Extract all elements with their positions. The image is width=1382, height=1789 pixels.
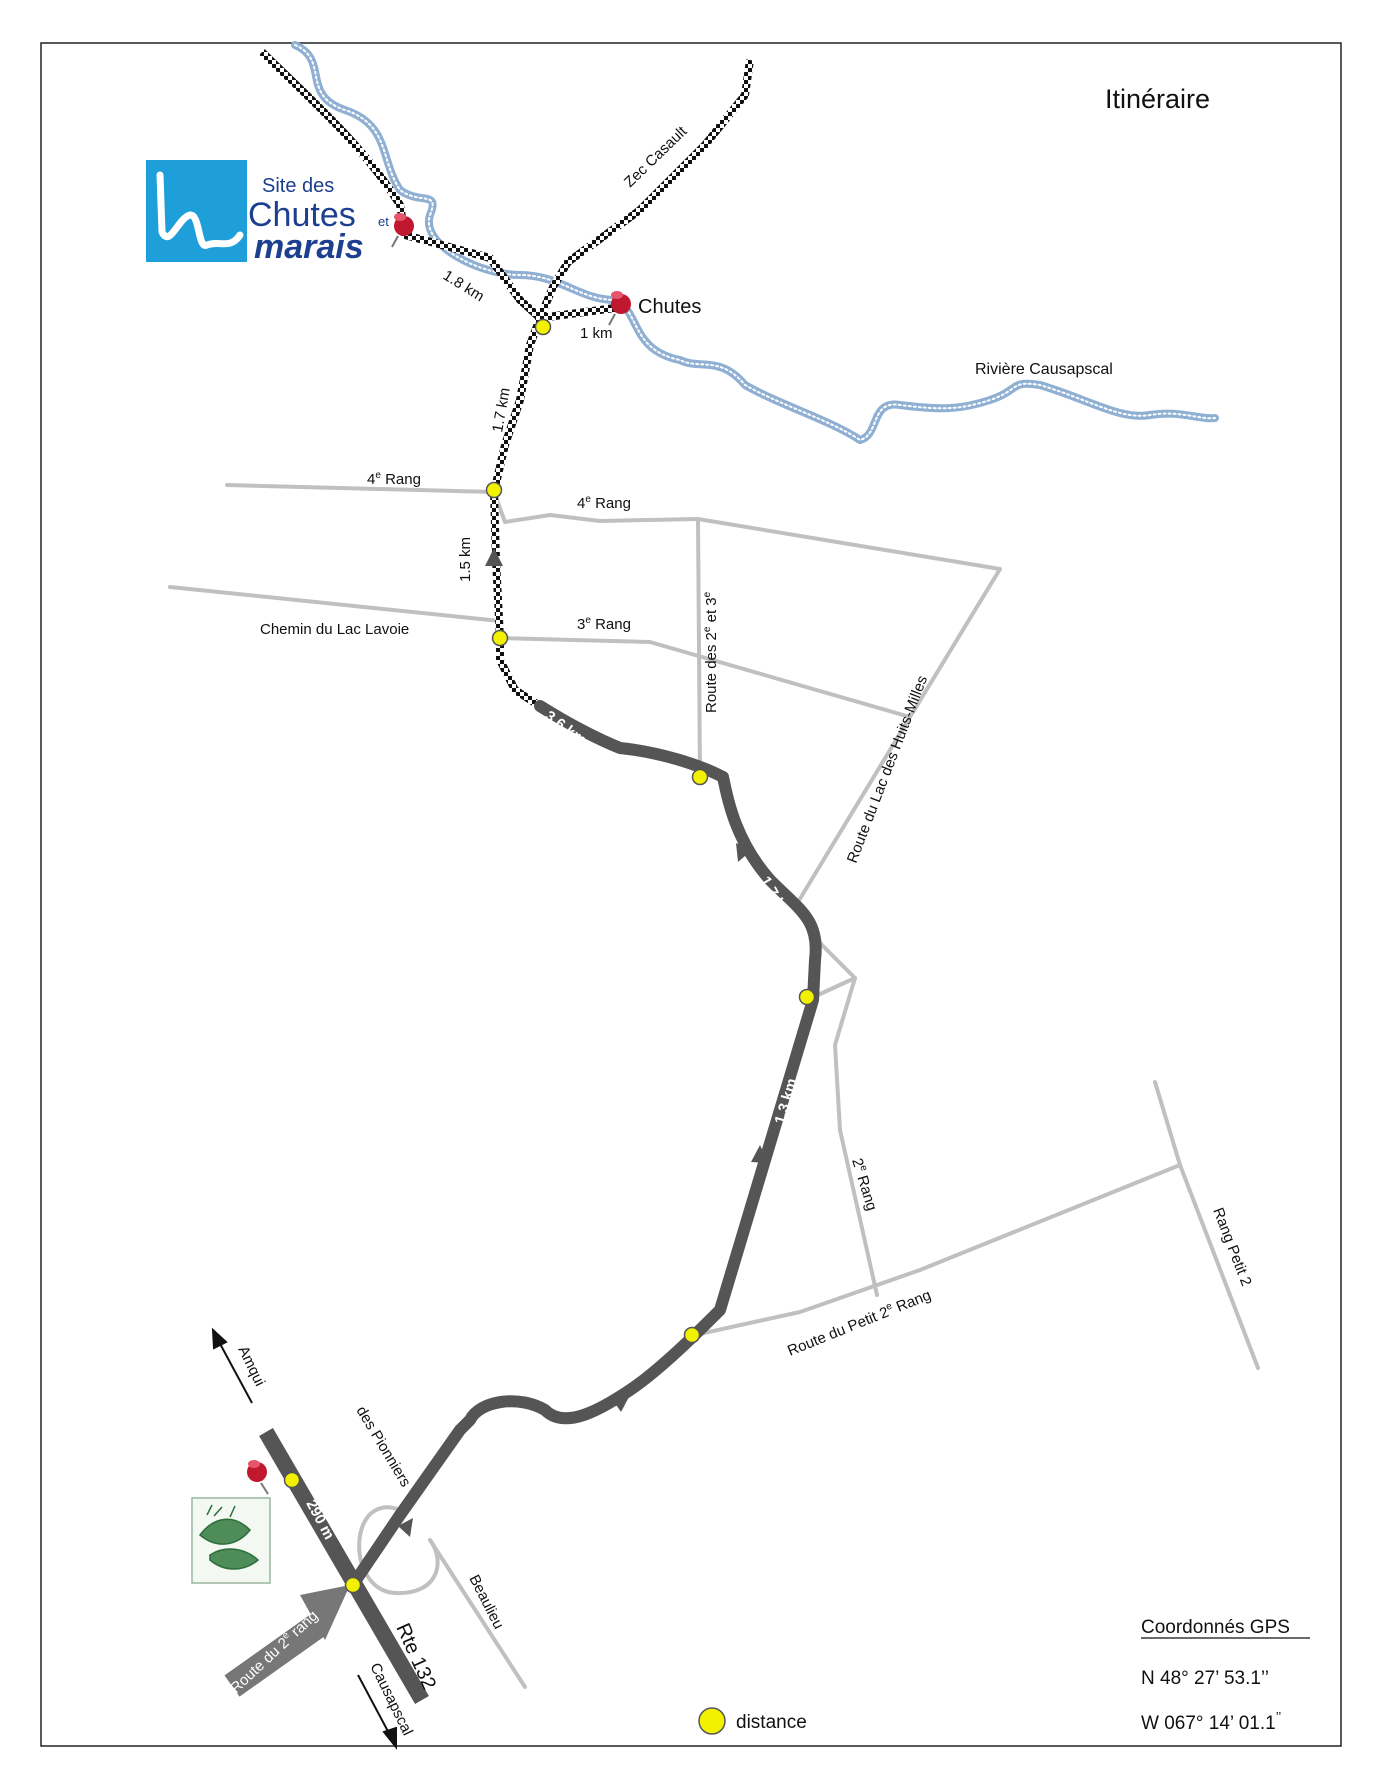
distance-marker: [491, 629, 509, 647]
route-arrow-2: [736, 843, 752, 862]
place-riviere: Rivière Causapscal: [975, 361, 1113, 378]
road-4e-rang-east: 4e Rang: [577, 494, 631, 512]
distance-marker: [283, 1471, 301, 1489]
route-arrow-4: [612, 1395, 630, 1412]
legend-distance-label: distance: [736, 1712, 807, 1733]
chutes-marais-logo: Site des Chutes et marais: [146, 160, 389, 266]
logo-line1: Site des: [262, 175, 334, 197]
fishing-club-logo: [191, 1497, 271, 1584]
distance-marker: [485, 481, 503, 499]
road-zec-casault: Zec Casault: [621, 122, 691, 190]
map-frame: [40, 42, 1342, 1747]
distance-marker: [534, 318, 552, 336]
logo-line2: Chutes: [248, 196, 356, 234]
route-arrow-1: [485, 548, 503, 566]
gps-heading: Coordonnés GPS: [1141, 1617, 1290, 1638]
direction-arrows: [211, 1327, 397, 1750]
route-2e-rang-arrowhead: [300, 1585, 350, 1640]
distance-marker: [344, 1576, 362, 1594]
place-chutes: Chutes: [638, 296, 701, 318]
road-lac-lavoie: Chemin du Lac Lavoie: [260, 621, 409, 638]
logo-line2b: et: [378, 214, 389, 229]
road-4e-rang-west: 4e Rang: [367, 470, 421, 488]
distance-label: 290 m: [302, 1497, 337, 1543]
distance-marker: [798, 988, 816, 1006]
page-title: Itinéraire: [1105, 84, 1210, 114]
distance-label: 1 km: [580, 325, 613, 342]
distance-label: 1.5 km: [457, 537, 474, 582]
river-causapscal: [291, 41, 1219, 444]
label-amqui: Amqui: [234, 1343, 268, 1389]
road-des-pionniers: des Pionniers: [353, 1403, 414, 1490]
distance-label: 1.8 km: [440, 267, 487, 305]
distance-label: 2.3 km: [454, 1436, 494, 1484]
distance-markers: [283, 318, 816, 1594]
pin-icon: [247, 1460, 269, 1495]
walking-trail: [259, 49, 754, 710]
distance-marker: [683, 1326, 701, 1344]
road-petit-2e-rang: Route du Petit 2e Rang: [785, 1286, 934, 1360]
distance-label: 1.3 km: [772, 1077, 801, 1127]
pin-icon: [608, 291, 631, 326]
road-rang-petit-2: Rang Petit 2: [1209, 1205, 1254, 1288]
logo-line3: marais: [254, 228, 364, 266]
road-route-2e-3e: Route des 2e et 3e: [702, 591, 720, 713]
distance-marker: [691, 768, 709, 786]
legend-distance-marker: [698, 1707, 726, 1735]
pin-icon: [391, 213, 414, 248]
minor-roads: [168, 483, 1260, 1689]
route-arrow-5: [398, 1518, 413, 1537]
road-route-2e-rang: Route du 2e rang: [226, 1607, 321, 1697]
route-arrows: [398, 548, 768, 1537]
route-arrow-3: [751, 1145, 768, 1163]
gps-north: N 48° 27’ 53.1’’: [1141, 1668, 1269, 1689]
road-3e-rang: 3e Rang: [577, 615, 631, 633]
gps-west: W 067° 14’ 01.1’’: [1141, 1709, 1281, 1734]
main-route: [346, 700, 822, 1592]
